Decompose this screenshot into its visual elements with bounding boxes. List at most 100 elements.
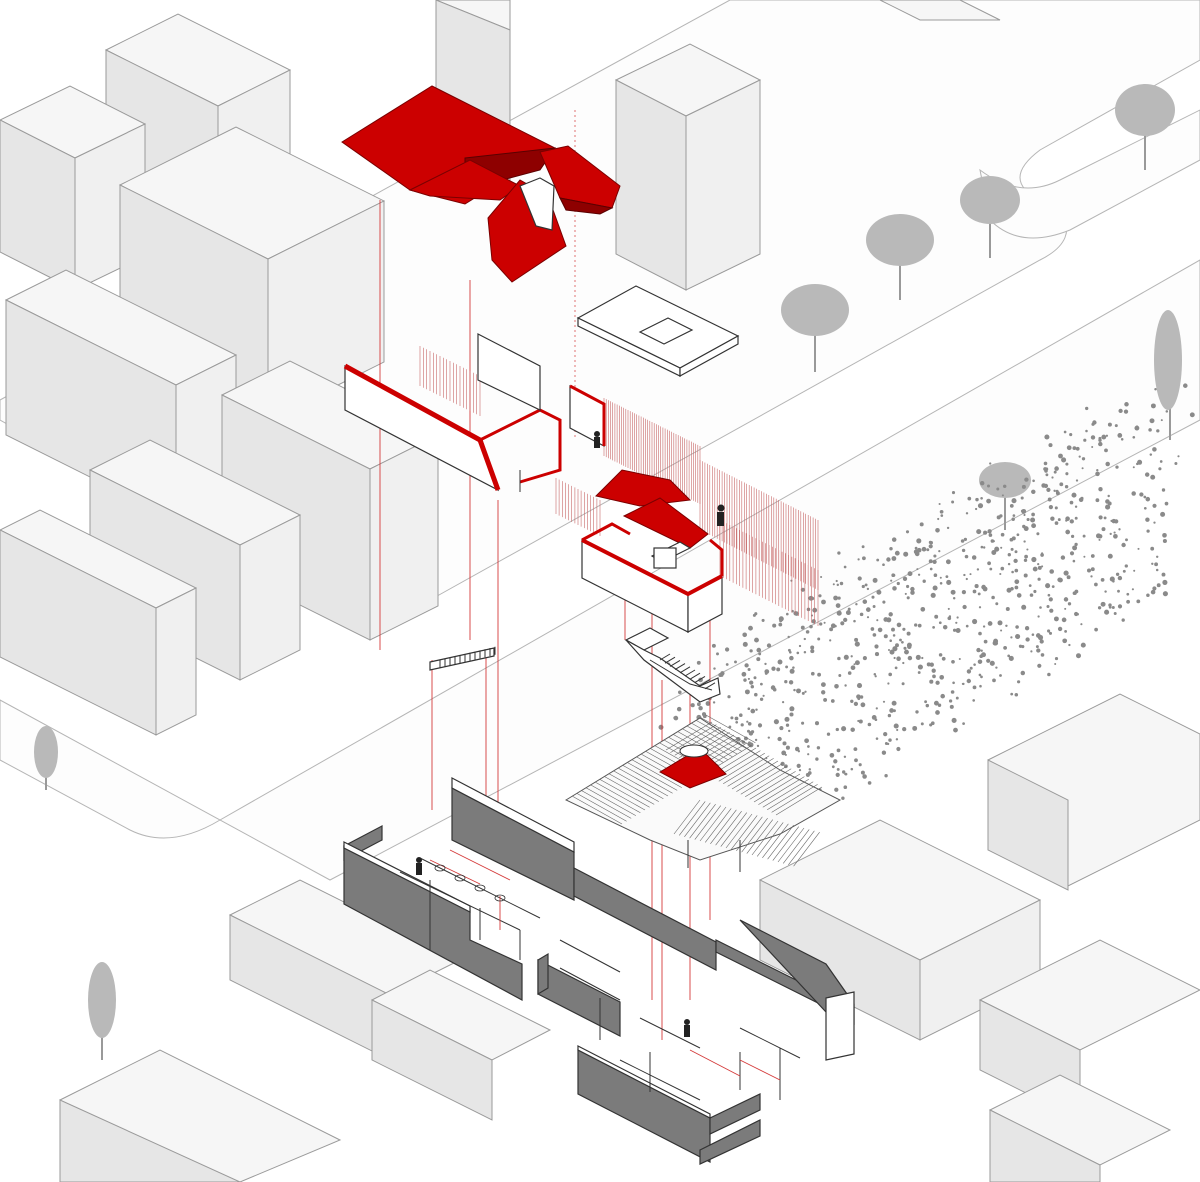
plaza-dot [1061,457,1067,463]
plaza-dot [1068,643,1071,647]
plaza-dot [958,657,961,661]
plaza-dot [950,589,956,595]
plaza-dot [705,701,711,706]
plaza-dot [979,684,982,688]
plaza-dot [776,667,781,672]
plaza-dot [1108,605,1112,609]
plaza-dot [1145,517,1150,522]
plaza-dot [1036,532,1040,536]
plaza-dot [905,530,910,534]
plaza-dot [964,554,969,559]
plaza-dot [1032,566,1038,572]
plaza-dot [1071,492,1077,498]
plaza-dot [917,671,921,674]
plaza-dot [974,584,979,589]
plaza-dot [977,592,981,596]
plaza-dot [871,715,877,720]
plaza-dot [750,730,755,734]
plaza-dot [1063,430,1067,434]
plaza-dot [937,517,940,521]
plaza-dot [862,656,867,661]
plaza-dot [910,590,915,595]
plaza-dot [777,736,782,742]
plaza-dot [1018,644,1023,648]
plaza-dot [1103,516,1107,520]
plaza-dot [1156,555,1159,558]
plaza-dot [747,721,752,726]
plaza-dot [1001,494,1004,497]
plaza-dot [743,736,748,741]
plaza-dot [938,502,941,506]
plaza-dot [987,621,993,626]
plaza-dot [916,568,919,571]
plaza-dot [1153,521,1156,524]
plaza-dot [1072,446,1077,451]
plaza-dot [1120,438,1124,441]
plaza-dot [836,583,840,587]
plaza-dot [1132,435,1136,439]
plaza-dot [1072,591,1076,595]
plaza-dot [724,647,730,652]
plaza-dot [896,656,901,661]
plaza-dot [1072,545,1078,551]
plaza-dot [947,607,950,610]
plaza-dot [928,544,933,549]
plaza-dot [901,640,904,644]
plaza-dot [966,669,972,674]
plaza-dot [1081,457,1086,461]
plaza-dot [1095,471,1100,477]
plaza-dot [904,649,909,655]
plaza-dot [1020,496,1024,500]
plaza-dot [890,579,893,582]
tree-icon [1115,84,1175,170]
plaza-dot [1054,506,1058,510]
plaza-dot [961,548,966,553]
plaza-dot [1126,592,1130,596]
plaza-dot [754,738,758,742]
plaza-dot [711,643,716,648]
plaza-dot [796,688,801,694]
plaza-dot [892,634,896,637]
plaza-dot [1150,474,1156,480]
plaza-dot [930,721,935,726]
plaza-dot [1110,519,1113,523]
plaza-dot [832,583,835,586]
plaza-dot [1161,488,1166,492]
plaza-dot [1014,550,1018,554]
plaza-dot [1011,498,1017,504]
plaza-dot [1159,460,1163,463]
plaza-dot [1154,562,1159,567]
plaza-dot [1030,517,1036,523]
plaza-dot [1060,555,1066,560]
plaza-dot [886,742,890,746]
plaza-dot [932,559,937,565]
plaza-dot [820,575,823,579]
plaza-dot [807,745,810,748]
plaza-dot [762,694,765,697]
plaza-dot [1046,487,1051,492]
plaza-dot [1023,513,1026,517]
plaza-dot [859,695,864,699]
plaza-dot [891,556,897,561]
plaza-dot [858,719,863,724]
plaza-dot [946,526,950,530]
plaza-dot [1008,655,1014,661]
plaza-dot [744,689,750,695]
plaza-dot [874,675,877,678]
plaza-dot [1158,467,1162,471]
plaza-dot [983,530,988,535]
plaza-dot [1057,577,1062,583]
plaza-dot [750,708,756,714]
plaza-dot [961,682,964,685]
plaza-dot [1033,589,1037,594]
plaza-dot [1014,585,1019,590]
plaza-dot [928,559,933,564]
plaza-dot [892,586,897,591]
plaza-dot [1121,618,1125,622]
plaza-dot [1160,419,1163,422]
plaza-dot [887,713,892,718]
plaza-dot [903,646,907,650]
plaza-dot [882,700,886,703]
plaza-dot [876,558,880,562]
plaza-dot [938,621,942,625]
